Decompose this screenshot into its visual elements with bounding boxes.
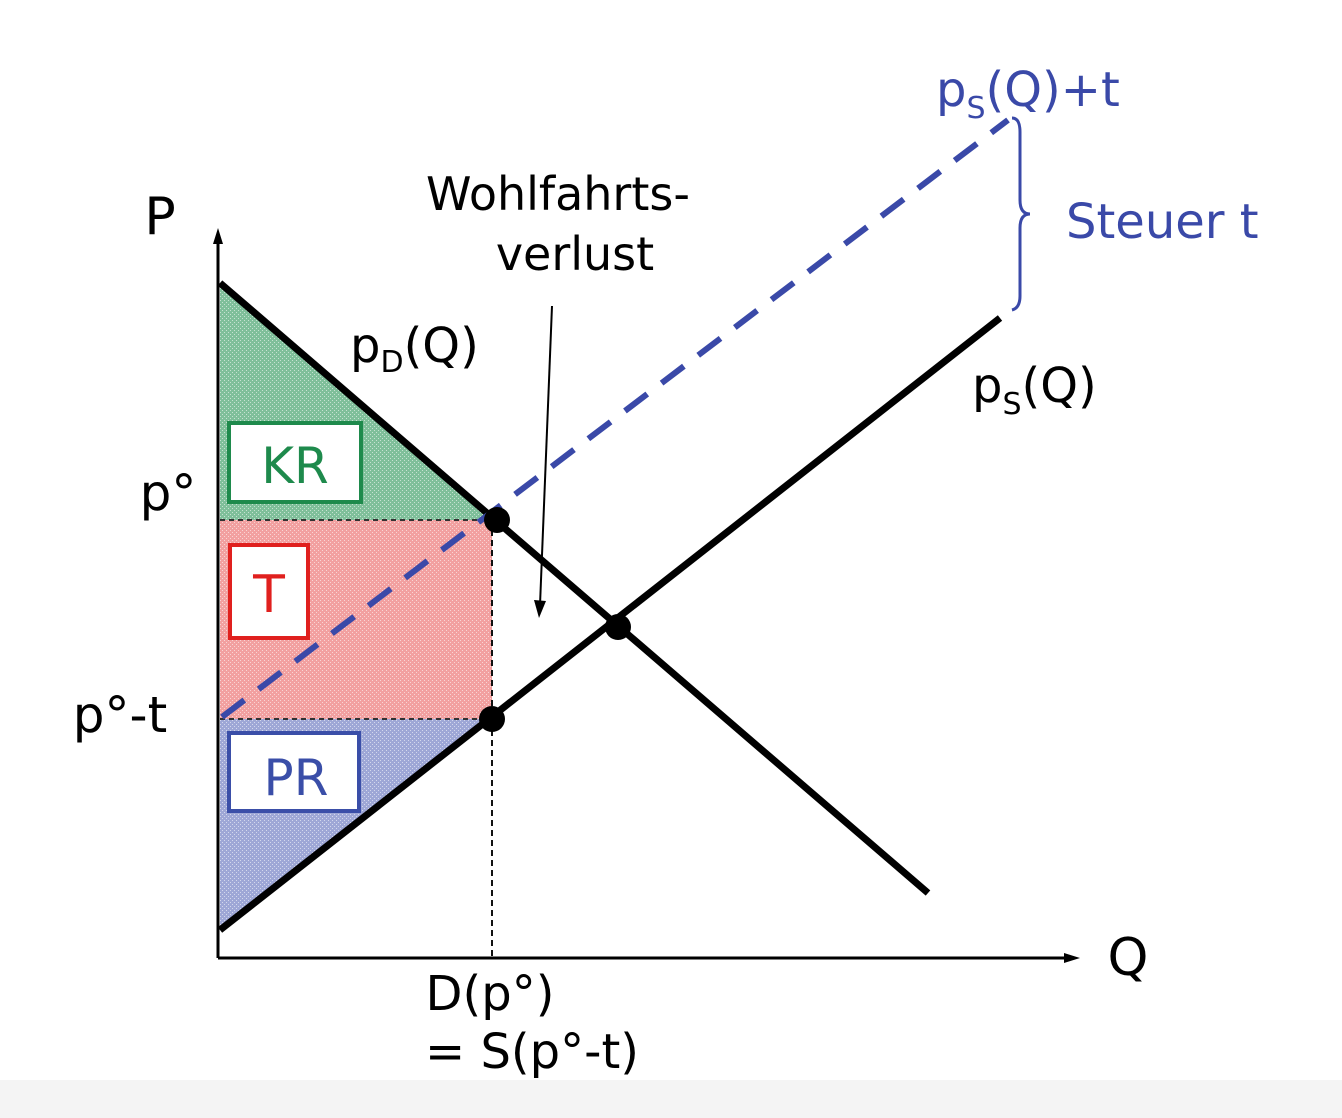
quantity-label-line1: D(p°) xyxy=(426,966,555,1022)
supply-curve-label: pS(Q) xyxy=(972,358,1097,422)
y-axis-label: P xyxy=(144,187,175,247)
tax-revenue-box xyxy=(228,543,310,640)
equilibrium-point xyxy=(605,614,631,640)
consumer-surplus-box xyxy=(227,421,363,504)
y-axis-arrow xyxy=(213,228,223,244)
consumer-surplus-label: KR xyxy=(261,437,329,495)
welfare-loss-label-line1: Wohlfahrts- xyxy=(426,167,690,221)
x-axis-arrow xyxy=(1064,953,1080,963)
welfare-loss-arrowhead xyxy=(534,600,546,618)
producer-surplus-label: PR xyxy=(264,749,329,807)
welfare-loss-label-line2: verlust xyxy=(496,227,654,281)
x-axis-label: Q xyxy=(1108,928,1149,988)
shifted-supply-label: pS(Q)+t xyxy=(936,62,1120,126)
shifted-supply-curve xyxy=(220,117,1010,720)
buyer-price-point xyxy=(484,507,510,533)
tax-revenue-label: T xyxy=(252,565,285,625)
p-star-minus-t-label: p°-t xyxy=(73,686,167,744)
demand-curve-label: pD(Q) xyxy=(350,318,479,380)
demand-curve xyxy=(217,280,931,896)
welfare-loss-arrow xyxy=(539,305,553,606)
quantity-label-line2: = S(p°-t) xyxy=(425,1024,639,1080)
producer-surplus-box xyxy=(227,731,361,813)
seller-price-point xyxy=(479,706,505,732)
tax-brace xyxy=(1011,116,1031,312)
bottom-band xyxy=(0,1080,1342,1118)
p-star-label: p° xyxy=(140,464,197,522)
diagram-svg: KR T PR P Q p° p°-t D(p°) = S(p°-t) pD(Q… xyxy=(73,62,1259,1080)
tax-brace-label: Steuer t xyxy=(1066,194,1259,250)
